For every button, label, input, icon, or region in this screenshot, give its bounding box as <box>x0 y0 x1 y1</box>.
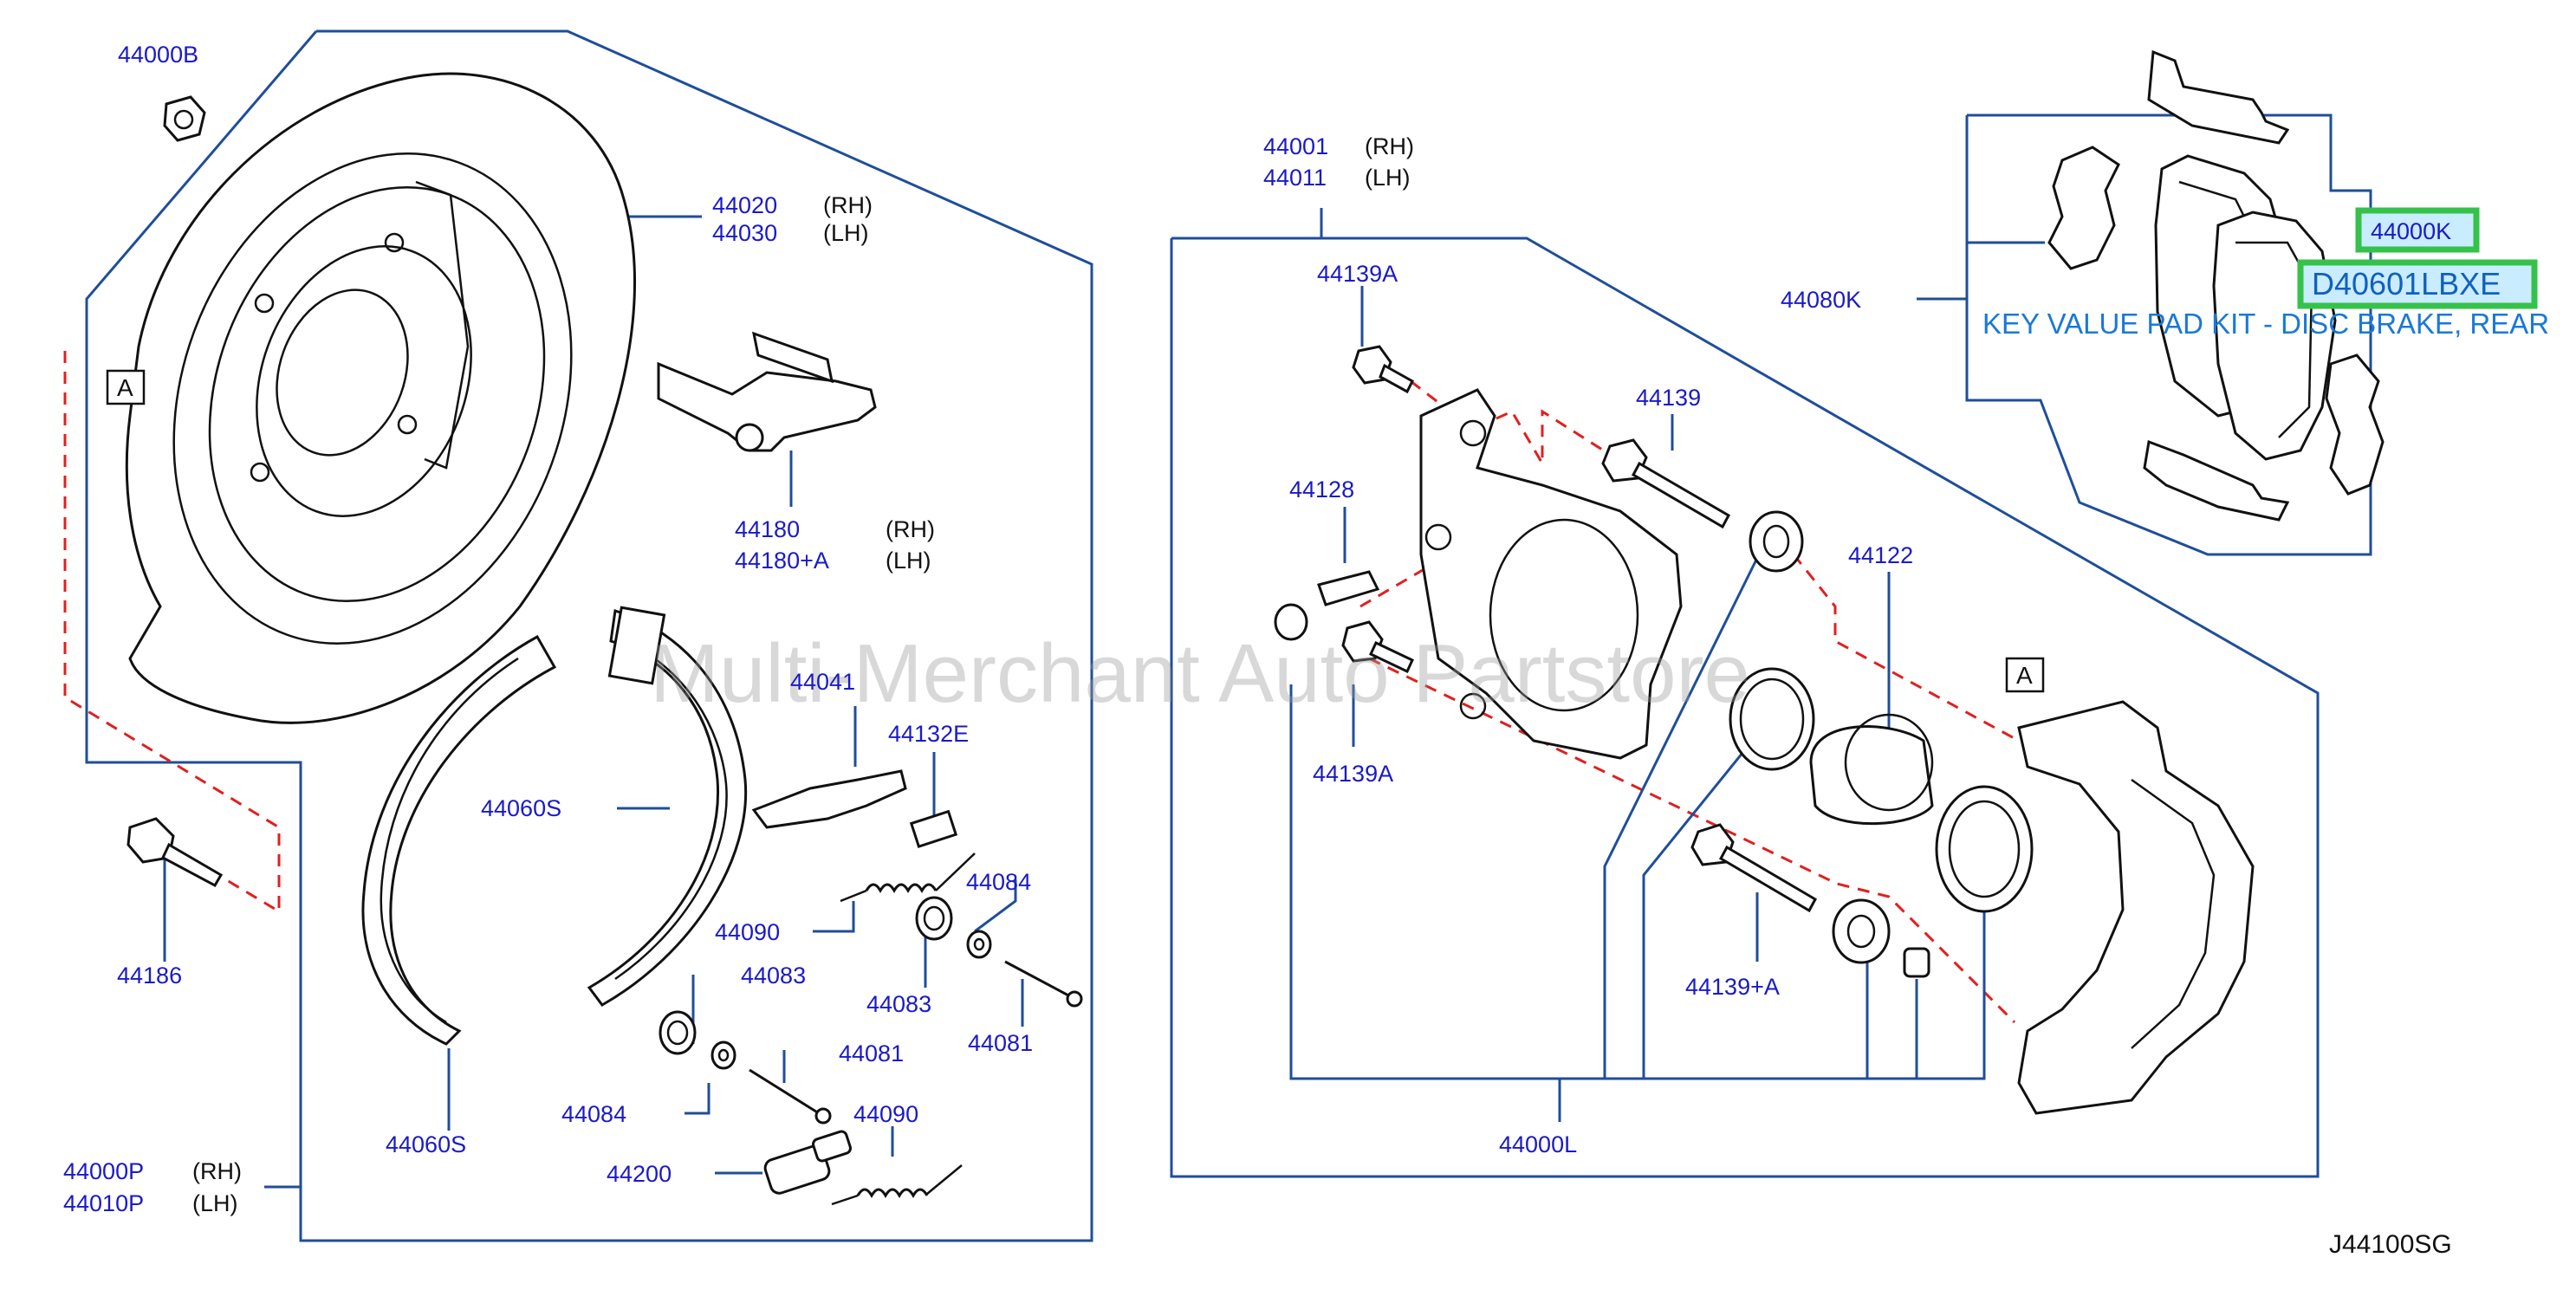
left-section-frame <box>85 29 1093 1242</box>
label-44081-right[interactable]: 44081 <box>968 1030 1033 1056</box>
caliper-body <box>1419 388 1683 760</box>
label-44081-lower[interactable]: 44081 <box>839 1040 904 1066</box>
label-44020[interactable]: 44020 <box>712 192 777 218</box>
highlight-part-number-box <box>2297 259 2538 309</box>
pad-kit-frame <box>1965 113 2372 556</box>
spring-44083-mid <box>915 896 953 941</box>
diagram-code: J44100SG <box>2329 1230 2452 1259</box>
dashed-leader-a-right <box>1792 554 2085 742</box>
piston-44122 <box>1809 713 1934 826</box>
pin-44081-right <box>1004 960 1083 1008</box>
bolt-44186 <box>127 817 224 888</box>
label-44200[interactable]: 44200 <box>607 1161 672 1187</box>
adjuster-44041 <box>751 769 907 829</box>
label-44139A-top[interactable]: 44139A <box>1317 261 1398 287</box>
callout-a-right-text: A <box>2016 662 2033 689</box>
spring-44090-lower <box>831 1164 963 1206</box>
label-44000L[interactable]: 44000L <box>1499 1131 1577 1157</box>
adjuster-44200 <box>763 1130 852 1195</box>
highlight-44000K-box <box>2355 207 2480 253</box>
label-44083-mid[interactable]: 44083 <box>866 991 931 1017</box>
right-section-frame <box>1170 237 2320 1178</box>
label-44084-lower[interactable]: 44084 <box>561 1101 626 1127</box>
label-44090-lower[interactable]: 44090 <box>853 1101 918 1127</box>
piston-seal <box>1729 667 1815 771</box>
label-44139A-bot[interactable]: 44139A <box>1313 761 1393 787</box>
label-44011[interactable]: 44011 <box>1263 165 1327 191</box>
side-44030: (LH) <box>823 220 869 246</box>
lever-44180 <box>657 331 877 452</box>
leader-44090a <box>813 901 855 933</box>
side-44180: (RH) <box>886 516 935 542</box>
leader-44000L-branch2 <box>1603 554 1761 1079</box>
pad-inner-shim <box>2325 353 2385 496</box>
label-44000K[interactable]: 44000K <box>2371 218 2451 244</box>
highlight-description: KEY VALUE PAD KIT - DISC BRAKE, REAR <box>1982 308 2549 340</box>
label-44010P[interactable]: 44010P <box>63 1190 144 1216</box>
side-44000P: (RH) <box>192 1158 242 1184</box>
nut-44000B <box>163 95 206 142</box>
label-44122[interactable]: 44122 <box>1848 542 1913 568</box>
label-44060S-top[interactable]: 44060S <box>481 795 561 821</box>
brake-shoe-left <box>361 634 557 1046</box>
label-44080K[interactable]: 44080K <box>1781 287 1861 313</box>
guide-boot <box>1749 510 1804 573</box>
label-44060S-bot[interactable]: 44060S <box>386 1131 466 1157</box>
label-44128[interactable]: 44128 <box>1289 476 1354 502</box>
label-44139pA[interactable]: 44139+A <box>1685 974 1780 1000</box>
side-44180A: (LH) <box>886 548 931 574</box>
label-44030[interactable]: 44030 <box>712 220 777 246</box>
callout-a-left-text: A <box>117 374 133 401</box>
washer-44084-top <box>966 930 992 959</box>
pad-shim-bottom <box>2143 439 2290 522</box>
label-44180[interactable]: 44180 <box>735 516 800 542</box>
label-44001[interactable]: 44001 <box>1263 133 1328 159</box>
label-44084-top[interactable]: 44084 <box>966 869 1031 895</box>
highlight-part-number[interactable]: D40601LBXE <box>2312 266 2501 301</box>
label-44186[interactable]: 44186 <box>117 963 182 989</box>
label-44000B[interactable]: 44000B <box>118 42 198 68</box>
watermark: Multi-Merchant Auto Partstore <box>650 627 1750 720</box>
pad-shim-top <box>2147 49 2290 145</box>
spring-44083-lower <box>659 1010 697 1055</box>
guide-boot-lower <box>1832 898 1891 964</box>
side-44010P: (LH) <box>192 1190 238 1216</box>
leader-44084a <box>974 879 1017 933</box>
washer-44084-lower <box>711 1040 736 1070</box>
side-44020: (RH) <box>823 192 873 218</box>
label-44132E[interactable]: 44132E <box>888 721 969 747</box>
label-44041[interactable]: 44041 <box>790 669 855 695</box>
label-44000P[interactable]: 44000P <box>63 1158 144 1184</box>
spring-44090-top <box>840 852 976 903</box>
callout-box-a-left <box>106 369 146 405</box>
caliper-bracket <box>2017 700 2255 1115</box>
pad-outer-shim <box>2047 146 2120 270</box>
bushing <box>1903 947 1930 978</box>
label-44180A[interactable]: 44180+A <box>735 548 829 574</box>
bolt-44139A-bottom <box>1341 620 1414 674</box>
brake-shoe-right <box>587 606 748 1007</box>
side-44001: (RH) <box>1365 133 1414 159</box>
label-44090-top[interactable]: 44090 <box>715 919 780 945</box>
bolt-44139A-top <box>1352 345 1414 394</box>
guide-pin-44139pA <box>1690 823 1818 913</box>
pin-44081-lower <box>749 1068 832 1125</box>
clip-44132E <box>909 809 958 849</box>
guide-pin-44139 <box>1601 438 1731 529</box>
piston-dust-boot <box>1935 785 2034 913</box>
dashed-leader-caliper-bolt-bot <box>1368 657 2016 1024</box>
bleeder-44128 <box>1274 570 1380 641</box>
callout-box-a-right <box>2005 657 2045 693</box>
side-44011: (LH) <box>1365 165 1411 191</box>
dashed-leader-a-left <box>63 351 281 914</box>
label-44083-lower[interactable]: 44083 <box>741 963 806 989</box>
backing-plate <box>125 72 637 724</box>
label-44139[interactable]: 44139 <box>1636 385 1701 411</box>
leader-44000L-tree <box>1289 684 1986 1080</box>
leader-44084b <box>685 1083 711 1115</box>
